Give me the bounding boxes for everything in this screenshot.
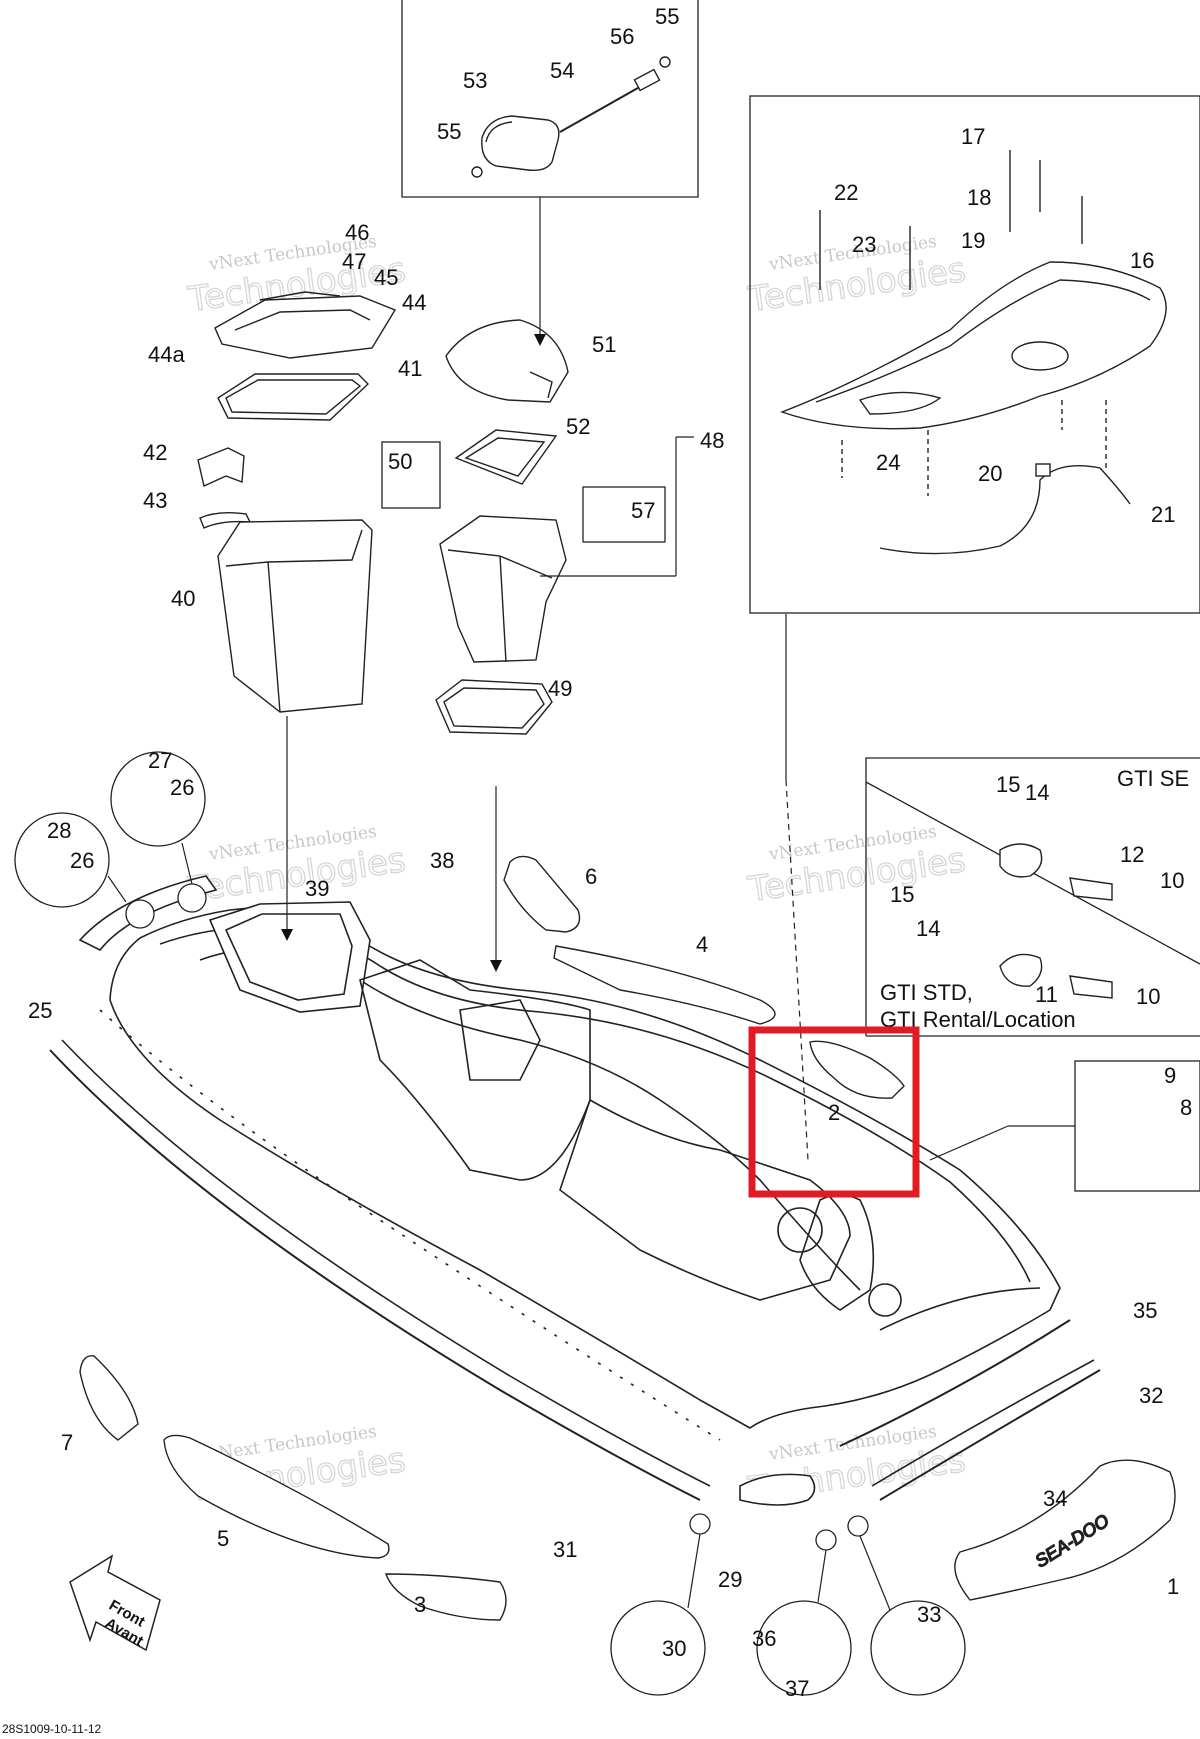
bracket-box — [1074, 1060, 1200, 1192]
part-label-44a: 44a — [148, 342, 185, 367]
part-label-19: 19 — [961, 228, 985, 253]
decal-7 — [79, 1355, 139, 1441]
part-label-6: 6 — [585, 864, 597, 889]
part-label-50: 50 — [388, 449, 412, 474]
hull — [49, 875, 1101, 1506]
part-label-37: 37 — [785, 1676, 809, 1701]
part-label-45: 45 — [374, 265, 398, 290]
part-label-48: 48 — [700, 428, 724, 453]
part-label-27: 27 — [148, 748, 172, 773]
callout-circle-26-28 — [14, 812, 110, 908]
part-labels: 55 56 53 54 55 46 47 45 44 44a 41 51 52 … — [28, 4, 1192, 1701]
diagram-code: 28S1009-10-11-12 — [2, 1722, 102, 1736]
part-label-17: 17 — [961, 124, 985, 149]
callout-circle-26-27 — [110, 751, 206, 847]
part-label-2: 2 — [828, 1100, 840, 1125]
fastener-box-57 — [582, 486, 666, 543]
hatch-assembly — [471, 56, 671, 178]
part-label-20: 20 — [978, 461, 1002, 486]
part-label-5: 5 — [217, 1526, 229, 1551]
part-label-34: 34 — [1043, 1486, 1067, 1511]
part-label-53: 53 — [463, 68, 487, 93]
part-label-51: 51 — [592, 332, 616, 357]
decal-2 — [809, 1040, 905, 1099]
decal-6 — [503, 855, 581, 933]
front-arrow: Front Avant — [69, 1554, 161, 1652]
highlight-box — [748, 1026, 920, 1198]
part-label-43: 43 — [143, 488, 167, 513]
part-label-42: 42 — [143, 440, 167, 465]
part-label-15: 15 — [996, 772, 1020, 797]
part-label-4: 4 — [696, 932, 708, 957]
hatch-box — [401, 0, 699, 198]
part-label-28: 28 — [47, 818, 71, 843]
connector-lines — [281, 197, 809, 1161]
seat-assembly — [779, 150, 1167, 555]
part-label-31: 31 — [553, 1537, 577, 1562]
callout-circle-33 — [870, 1600, 966, 1696]
part-label-14-b: 14 — [916, 916, 940, 941]
part-label-32: 32 — [1139, 1383, 1163, 1408]
part-label-40: 40 — [171, 586, 195, 611]
part-label-10: 10 — [1160, 868, 1184, 893]
part-label-10-b: 10 — [1136, 984, 1160, 1009]
callout-leaders — [107, 842, 1075, 1611]
part-label-8: 8 — [1180, 1095, 1192, 1120]
part-label-41: 41 — [398, 356, 422, 381]
decal-4 — [553, 945, 776, 1025]
gti-brackets — [999, 843, 1113, 999]
part-label-33: 33 — [917, 1602, 941, 1627]
part-label-25: 25 — [28, 998, 52, 1023]
part-label-54: 54 — [550, 58, 574, 83]
part-label-44: 44 — [402, 290, 426, 315]
part-label-55: 55 — [655, 4, 679, 29]
part-label-23: 23 — [852, 232, 876, 257]
part-label-26-b: 26 — [70, 848, 94, 873]
part-label-1: 1 — [1167, 1574, 1179, 1599]
fastener-box-50 — [381, 441, 441, 509]
callouts — [14, 751, 966, 1696]
part-label-36: 36 — [752, 1626, 776, 1651]
callout-circle-30 — [610, 1600, 706, 1696]
part-label-22: 22 — [834, 180, 858, 205]
part-label-57: 57 — [631, 498, 655, 523]
part-label-7: 7 — [61, 1430, 73, 1455]
decal-1 — [954, 1459, 1176, 1601]
callout-circle-36-37 — [756, 1600, 852, 1696]
part-label-55-b: 55 — [437, 119, 461, 144]
storage-parts — [197, 291, 569, 735]
decal-3 — [385, 1573, 507, 1621]
part-label-9: 9 — [1164, 1063, 1176, 1088]
part-label-47: 47 — [342, 249, 366, 274]
part-label-11: 11 — [1035, 982, 1058, 1007]
part-label-49: 49 — [548, 676, 572, 701]
decal-5 — [163, 1434, 390, 1559]
part-label-39: 39 — [305, 876, 329, 901]
part-label-16: 16 — [1130, 248, 1154, 273]
part-label-46: 46 — [345, 220, 369, 245]
part-label-26: 26 — [170, 775, 194, 800]
part-label-3: 3 — [414, 1592, 426, 1617]
part-label-21: 21 — [1151, 502, 1175, 527]
part-label-52: 52 — [566, 414, 590, 439]
watermark: vNext Technologies Technologies — [185, 822, 409, 911]
part-label-14: 14 — [1025, 780, 1049, 805]
part-label-15-b: 15 — [890, 882, 914, 907]
part-label-24: 24 — [876, 450, 900, 475]
gti-std-label: GTI STD, — [880, 980, 973, 1005]
part-label-56: 56 — [610, 24, 634, 49]
seat-box — [749, 95, 1200, 614]
part-label-30: 30 — [662, 1636, 686, 1661]
watermark: vNext Technologies Technologies — [745, 822, 969, 911]
part-label-35: 35 — [1133, 1298, 1157, 1323]
model-labels: GTI SE GTI STD, GTI Rental/Location — [880, 766, 1189, 1032]
gti-se-label: GTI SE — [1117, 766, 1189, 791]
decals: SEA-DOO — [79, 855, 1176, 1621]
part-label-18: 18 — [967, 185, 991, 210]
gti-se-box — [865, 757, 1200, 1036]
part-label-12: 12 — [1120, 842, 1144, 867]
part-label-29: 29 — [718, 1567, 742, 1592]
part-label-38: 38 — [430, 848, 454, 873]
